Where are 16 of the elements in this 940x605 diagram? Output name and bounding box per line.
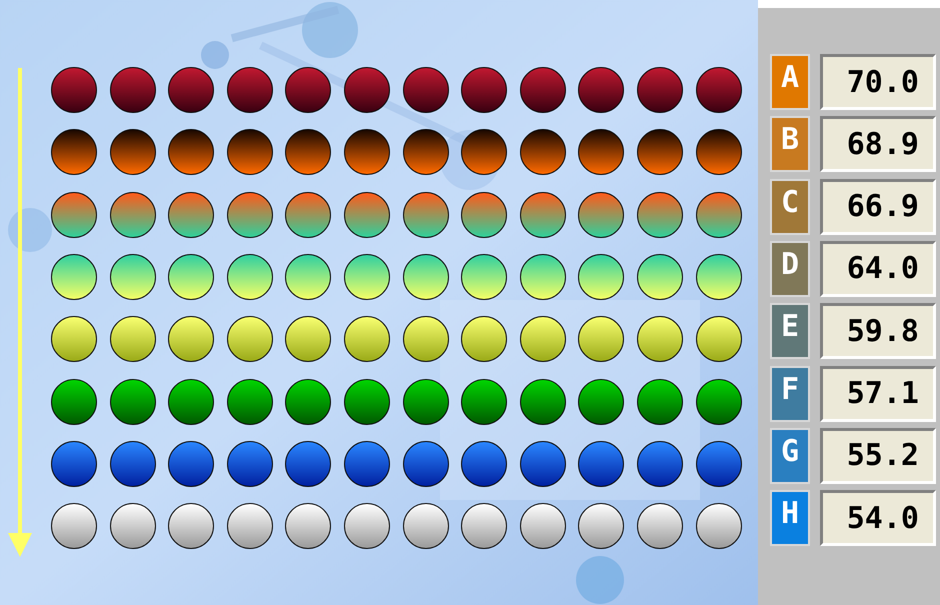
value-display: 55.2: [820, 428, 936, 484]
row-label: G: [770, 428, 810, 484]
row-label: F: [770, 366, 810, 422]
row-label: C: [770, 178, 810, 235]
value-display: 54.0: [820, 490, 936, 546]
value-display: 59.8: [820, 303, 936, 360]
value-display: 64.0: [820, 240, 936, 297]
row-label: B: [770, 116, 810, 172]
value-display: 68.9: [820, 116, 936, 172]
value-display: 66.9: [820, 178, 936, 235]
row-label: H: [770, 490, 810, 546]
row-label: E: [770, 303, 810, 360]
value-display: 70.0: [820, 54, 936, 110]
row-label: D: [770, 240, 810, 297]
value-display: 57.1: [820, 366, 936, 422]
row-label: A: [770, 54, 810, 110]
